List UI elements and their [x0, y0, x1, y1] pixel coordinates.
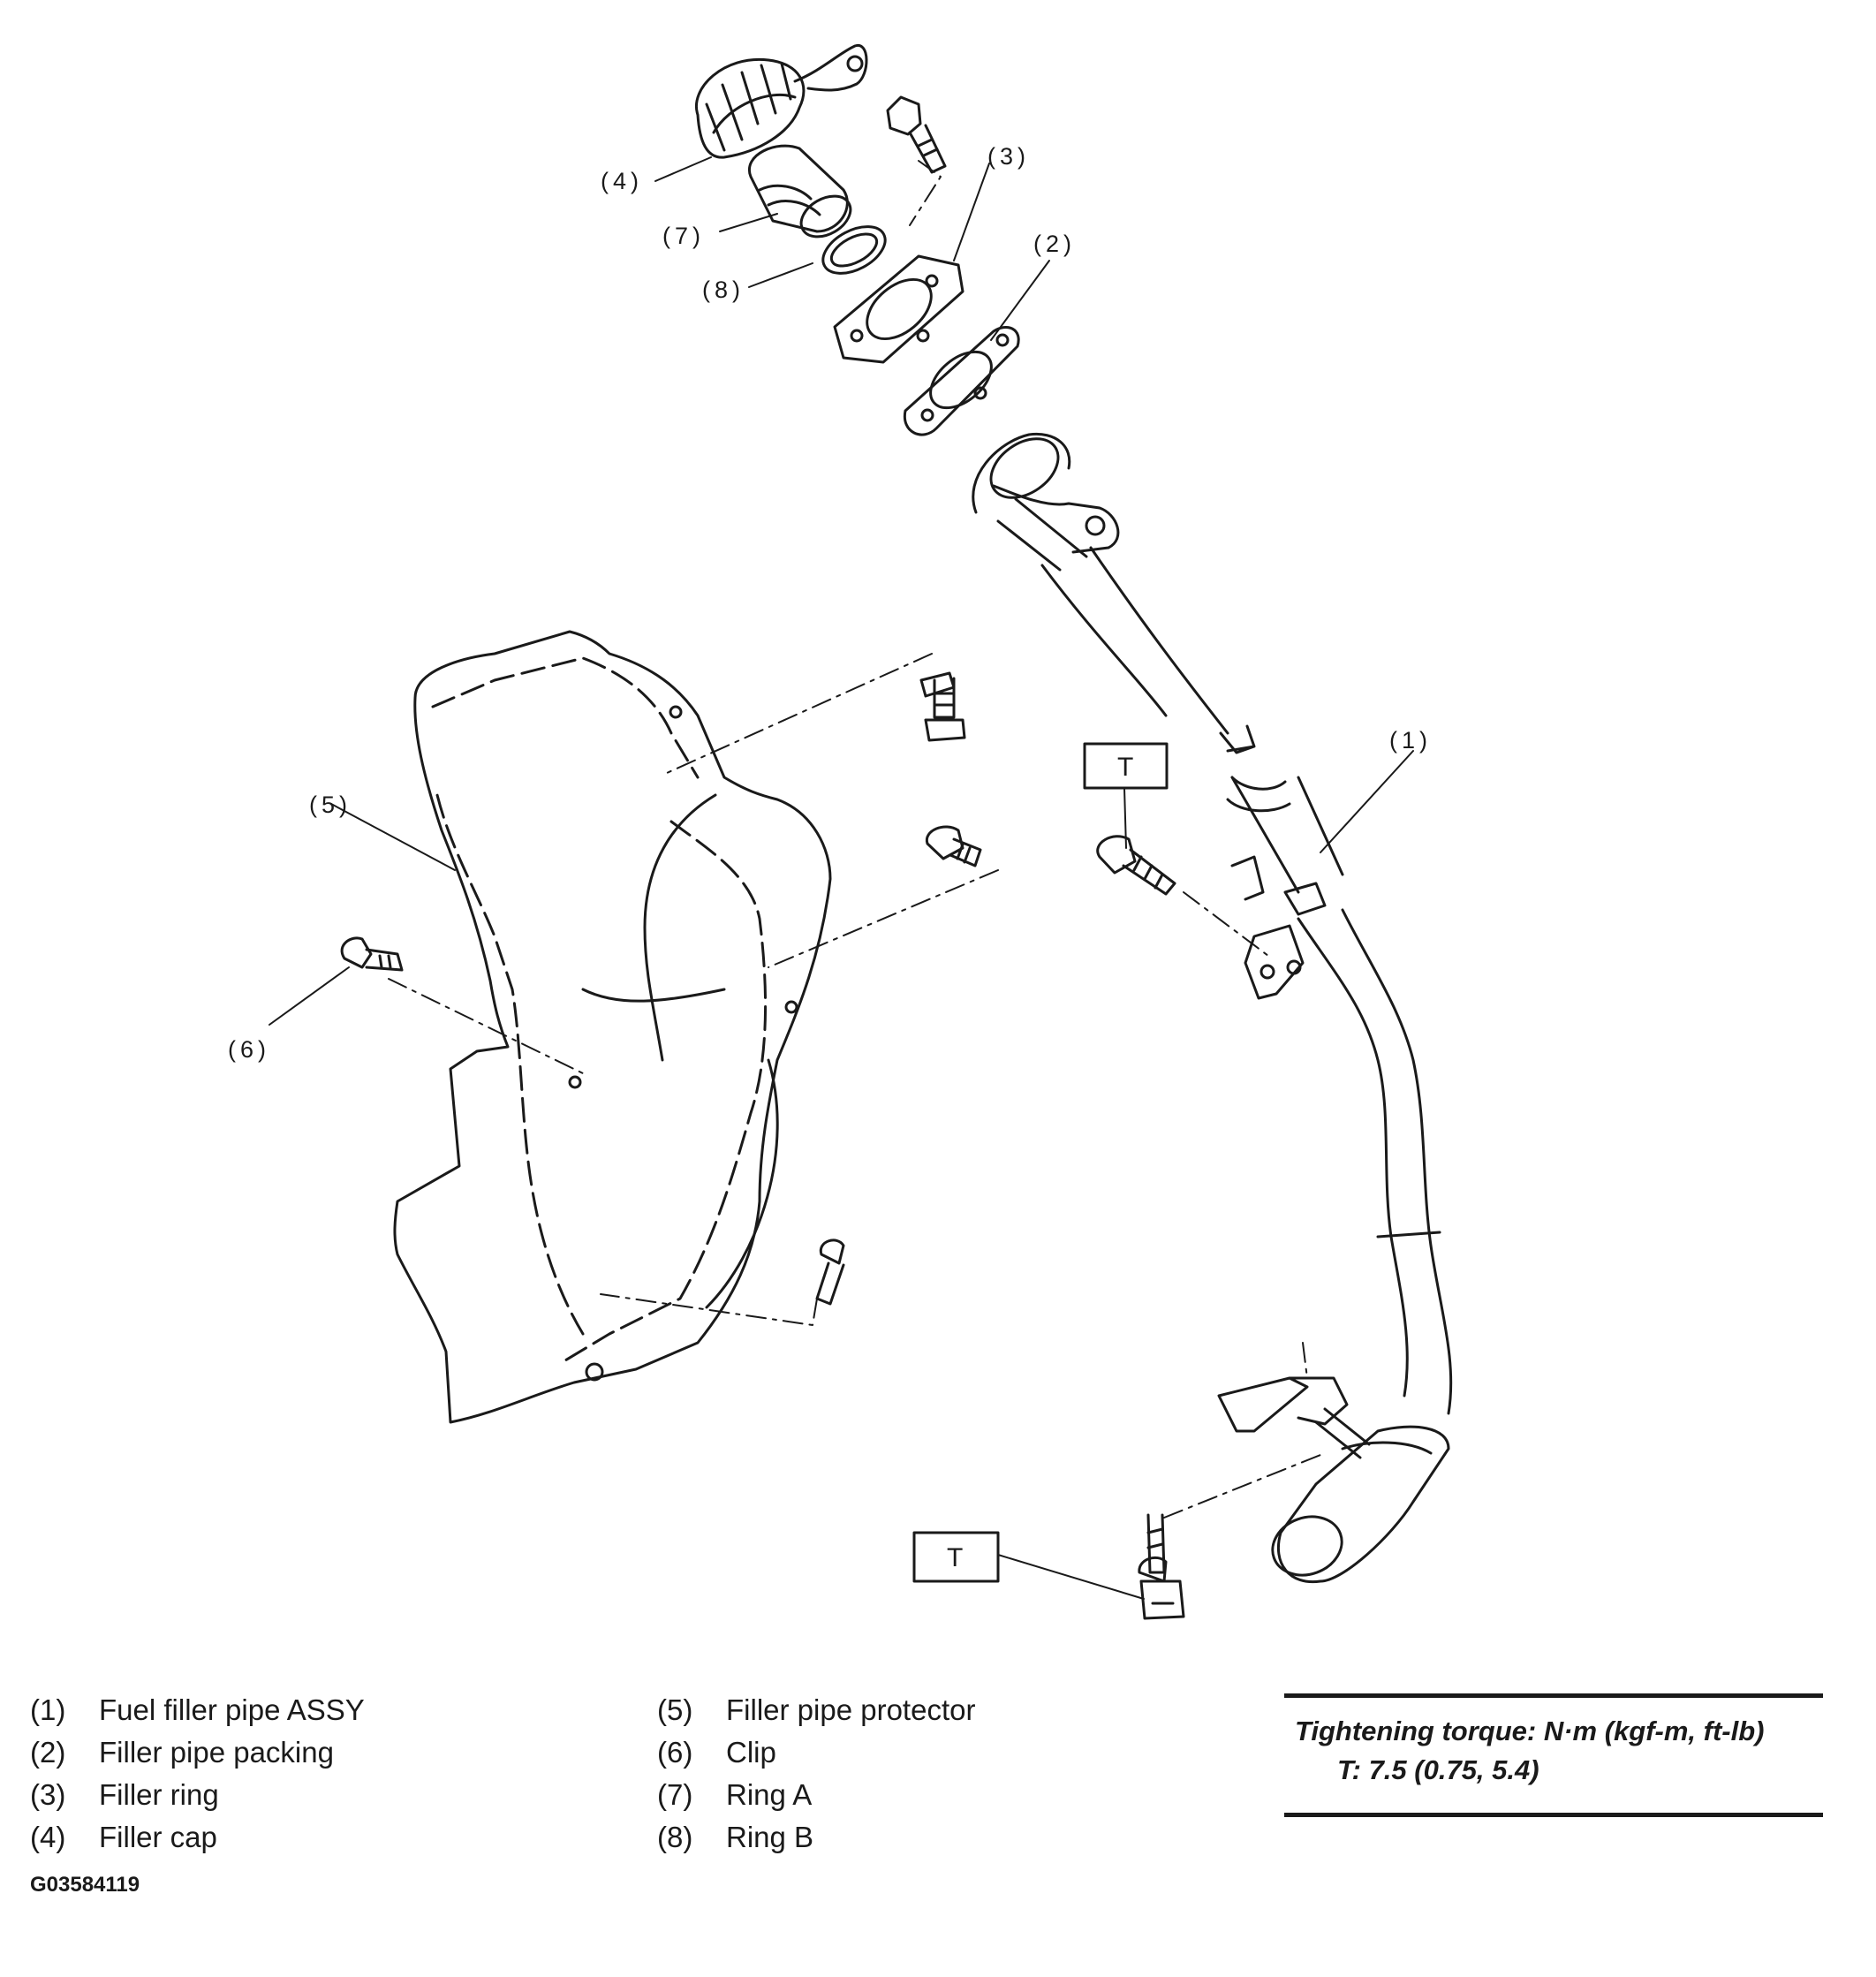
- torque-marker-box: [912, 1531, 1000, 1583]
- callout-label: (1): [1389, 727, 1432, 754]
- bolt-icon: [1096, 835, 1176, 896]
- exploded-parts-diagram: (3) (2) (4) (7) (8) (1) (5) (6) T T: [228, 44, 1453, 1620]
- legend-item: (2) Filler pipe packing: [30, 1731, 365, 1774]
- torque-marker-label: T: [947, 1543, 963, 1572]
- clip-icon: [340, 936, 404, 972]
- parts-legend-left: (1) Fuel filler pipe ASSY (2) Filler pipe …: [30, 1689, 365, 1859]
- legend-number: (2): [30, 1736, 66, 1769]
- legend-label: Ring A: [726, 1778, 813, 1811]
- callout-label: (8): [702, 276, 745, 303]
- legend-item: (8) Ring B: [657, 1816, 975, 1859]
- callout-label: (5): [309, 792, 352, 818]
- filler-pipe-protector-part: [393, 630, 832, 1424]
- ring-b-part: [821, 225, 887, 275]
- figure-code: G03584119: [30, 1873, 140, 1897]
- parts-legend-right: (5) Filler pipe protector (6) Clip (7) Ring…: [657, 1689, 975, 1859]
- legend-number: (3): [30, 1778, 66, 1811]
- bolt-icon: [925, 825, 982, 867]
- legend-label: Filler cap: [99, 1821, 217, 1853]
- callout-label: (6): [228, 1036, 270, 1063]
- legend-label: Clip: [726, 1736, 776, 1769]
- fuel-filler-pipe-part: [972, 432, 1453, 1584]
- bolt-icon: [919, 671, 966, 742]
- leader-lines: [269, 156, 1414, 1600]
- legend-number: (1): [30, 1693, 66, 1726]
- torque-marker-label: T: [1117, 753, 1133, 782]
- callout-label: (2): [1033, 231, 1076, 257]
- torque-marker-box: [1083, 742, 1169, 790]
- legend-item: (6) Clip: [657, 1731, 975, 1774]
- legend-number: (5): [657, 1693, 693, 1726]
- bolt-icon: [886, 95, 947, 174]
- legend-item: (5) Filler pipe protector: [657, 1689, 975, 1731]
- callout-label: (4): [601, 168, 643, 194]
- legend-item: (3) Filler ring: [30, 1774, 365, 1816]
- ring-a-part: [747, 144, 852, 239]
- legend-label: Filler pipe protector: [726, 1693, 976, 1726]
- legend-item: (1) Fuel filler pipe ASSY: [30, 1689, 365, 1731]
- bolt-icon: [1138, 1513, 1185, 1620]
- legend-item: (7) Ring A: [657, 1774, 975, 1816]
- torque-spec-box: Tightening torque: N·m (kgf-m, ft-lb) T:…: [1284, 1693, 1823, 1817]
- torque-title: Tightening torque: N·m (kgf-m, ft-lb): [1295, 1716, 1765, 1746]
- legend-label: Ring B: [726, 1821, 814, 1853]
- legend-number: (8): [657, 1821, 693, 1853]
- legend-number: (6): [657, 1736, 693, 1769]
- legend-label: Filler pipe packing: [99, 1736, 334, 1769]
- callout-label: (7): [662, 223, 705, 249]
- callout-label: (3): [987, 143, 1030, 170]
- filler-cap-part: [695, 44, 868, 159]
- legend-item: (4) Filler cap: [30, 1816, 365, 1859]
- legend-number: (7): [657, 1778, 693, 1811]
- legend-label: Filler ring: [99, 1778, 219, 1811]
- filler-pipe-packing-part: [903, 326, 1020, 436]
- torque-value: T: 7.5 (0.75, 5.4): [1337, 1754, 1539, 1785]
- bolt-icon: [815, 1238, 845, 1306]
- legend-label: Fuel filler pipe ASSY: [99, 1693, 365, 1726]
- legend-number: (4): [30, 1821, 66, 1853]
- installation-lines: [388, 160, 1326, 1519]
- filler-ring-part: [833, 254, 964, 364]
